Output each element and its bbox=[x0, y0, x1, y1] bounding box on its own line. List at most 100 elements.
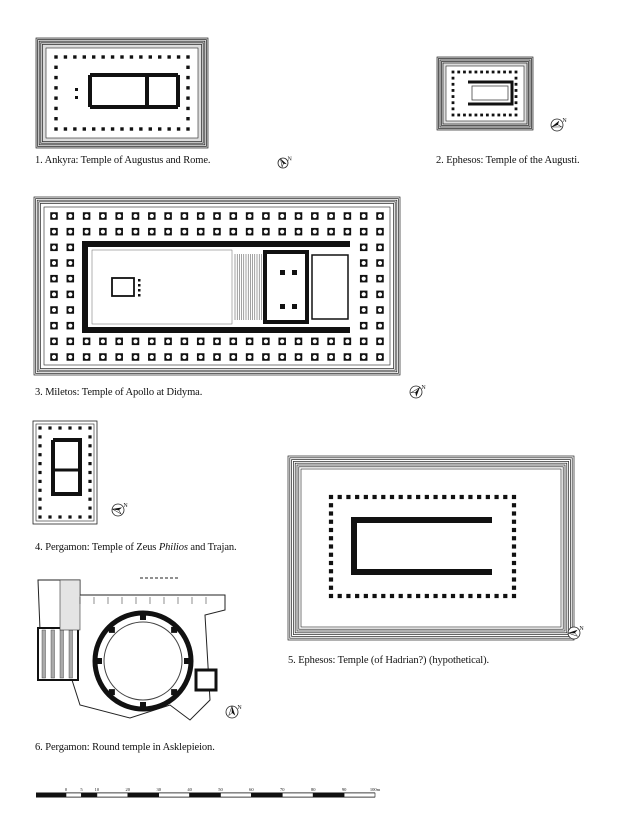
column bbox=[75, 88, 78, 91]
column bbox=[514, 76, 518, 80]
column bbox=[457, 113, 461, 117]
column bbox=[88, 488, 92, 492]
column-base bbox=[247, 354, 252, 360]
column bbox=[451, 82, 455, 86]
column bbox=[196, 337, 205, 346]
column-base bbox=[51, 260, 57, 266]
column bbox=[497, 113, 501, 117]
column bbox=[328, 511, 334, 516]
column-base bbox=[361, 307, 366, 313]
column bbox=[131, 227, 140, 236]
stylobate-step bbox=[289, 457, 573, 639]
column bbox=[294, 353, 303, 361]
chresmographeion bbox=[263, 250, 309, 324]
column bbox=[120, 55, 124, 59]
column-base bbox=[280, 339, 285, 344]
column-base bbox=[296, 229, 301, 234]
stylobate-step bbox=[38, 40, 206, 146]
column bbox=[66, 290, 75, 299]
north-arrow-needle bbox=[228, 705, 236, 717]
stylobate-step bbox=[436, 56, 534, 131]
column-base bbox=[280, 229, 285, 234]
caption-plan-4-italic: Philios bbox=[158, 542, 188, 553]
column bbox=[294, 227, 303, 236]
column-base bbox=[231, 339, 236, 344]
rotunda-inner bbox=[103, 621, 183, 701]
column bbox=[477, 494, 482, 500]
column bbox=[477, 593, 482, 599]
scale-bar-tick-label: 90 bbox=[342, 787, 347, 792]
column bbox=[433, 593, 438, 599]
annex-room bbox=[194, 668, 218, 692]
column bbox=[66, 212, 75, 220]
stylobate-step bbox=[287, 455, 575, 641]
column bbox=[511, 536, 517, 541]
scale-bar-tick-label: 10 bbox=[95, 787, 100, 792]
column bbox=[450, 494, 456, 500]
column bbox=[389, 593, 395, 599]
column bbox=[82, 227, 91, 236]
column bbox=[66, 227, 75, 236]
column-base bbox=[133, 229, 138, 234]
column-base bbox=[51, 276, 57, 281]
column bbox=[186, 127, 190, 131]
column bbox=[38, 470, 42, 475]
column bbox=[280, 270, 285, 275]
column bbox=[503, 113, 506, 117]
column bbox=[186, 75, 190, 80]
north-arrow-needle bbox=[111, 507, 123, 515]
niche bbox=[171, 689, 178, 696]
scale-bar-tick-label: 30 bbox=[156, 787, 161, 792]
column-base bbox=[361, 323, 366, 328]
column bbox=[92, 127, 96, 131]
column-base bbox=[345, 213, 350, 219]
column bbox=[359, 321, 368, 330]
north-arrow-circle bbox=[277, 157, 289, 169]
column-base bbox=[377, 292, 383, 297]
column-base bbox=[84, 354, 89, 360]
column bbox=[376, 321, 384, 330]
column-base bbox=[247, 229, 252, 234]
stylobate-step bbox=[38, 201, 396, 371]
column bbox=[508, 70, 512, 74]
column-base bbox=[84, 229, 89, 234]
column bbox=[494, 494, 499, 500]
column bbox=[503, 70, 506, 74]
column bbox=[327, 227, 335, 236]
scale-bar-segment bbox=[343, 792, 376, 798]
column-base bbox=[377, 245, 383, 250]
column bbox=[451, 113, 455, 117]
column bbox=[148, 55, 152, 59]
column-base bbox=[68, 229, 73, 234]
north-arrow-circle bbox=[111, 503, 125, 517]
caption-plan-2: 2. Ephesos: Temple of the Augusti. bbox=[436, 155, 580, 166]
column bbox=[50, 212, 58, 220]
column bbox=[66, 353, 75, 361]
column-base bbox=[361, 339, 366, 344]
column bbox=[88, 435, 92, 439]
stylobate-step bbox=[37, 39, 207, 147]
column bbox=[131, 353, 140, 361]
stylobate-step bbox=[40, 42, 204, 144]
scale-bar-segment bbox=[189, 792, 221, 798]
column-base bbox=[263, 354, 268, 360]
stylobate-step bbox=[442, 62, 528, 125]
column-base bbox=[51, 354, 57, 360]
stylobate-step bbox=[291, 459, 571, 637]
column bbox=[196, 212, 205, 220]
adyton bbox=[91, 249, 233, 325]
column bbox=[176, 127, 181, 131]
rotunda-outer bbox=[92, 610, 194, 712]
column-base bbox=[68, 339, 73, 344]
column-base bbox=[133, 213, 138, 219]
column bbox=[48, 515, 52, 519]
column-base bbox=[84, 213, 89, 219]
column bbox=[457, 70, 461, 74]
column-base bbox=[100, 354, 105, 360]
column bbox=[38, 426, 42, 430]
column bbox=[186, 55, 190, 59]
column bbox=[278, 353, 286, 361]
column bbox=[196, 353, 205, 361]
column bbox=[376, 227, 384, 236]
column bbox=[66, 306, 75, 314]
